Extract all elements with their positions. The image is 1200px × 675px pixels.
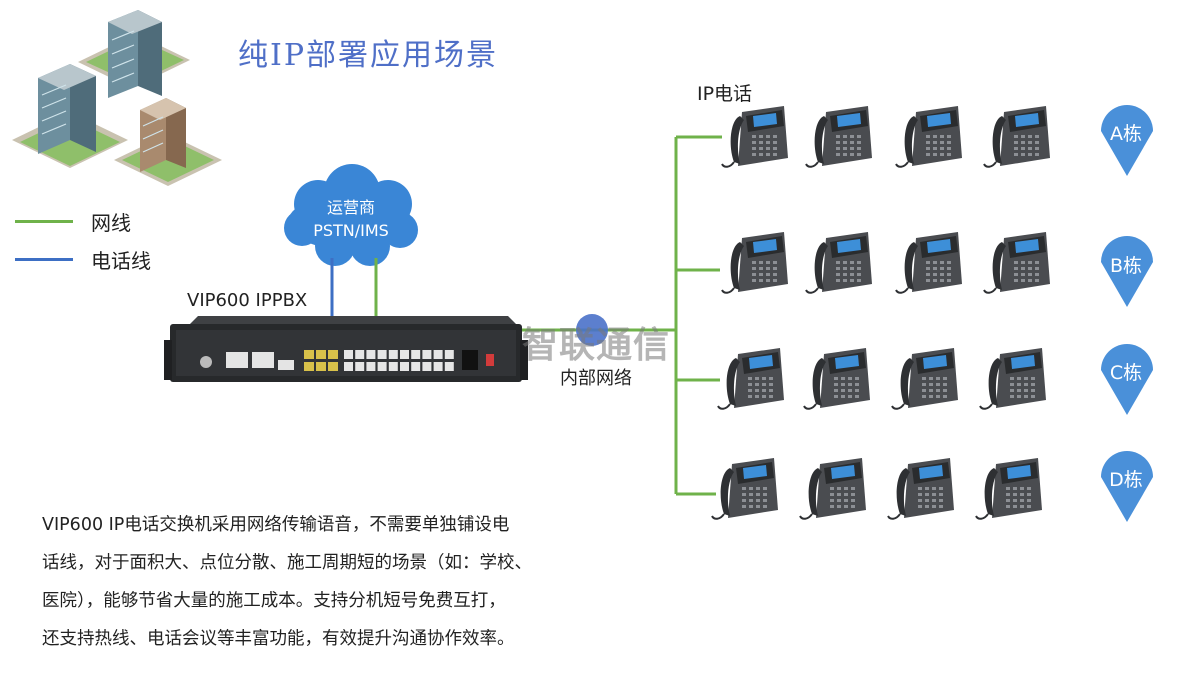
pin-label-d: D栋	[1109, 469, 1143, 491]
ip-phone-c-2	[803, 348, 870, 410]
cloud-shape	[284, 164, 418, 266]
ip-phone-b-4	[983, 232, 1050, 294]
ip-phone-a-1	[721, 106, 788, 168]
legend-swatch-phone-line	[15, 258, 73, 261]
cloud-label-line2: PSTN/IMS	[313, 221, 389, 240]
description-text: VIP600 IP电话交换机采用网络传输语音，不需要单独铺设电 话线，对于面积大…	[42, 506, 622, 658]
watermark: 智联通信	[522, 325, 671, 366]
pin-label-b: B栋	[1109, 255, 1143, 277]
ip-phone-b-3	[895, 232, 962, 294]
ip-phone-d-3	[887, 458, 954, 520]
location-pin-d	[1101, 451, 1153, 522]
ippbx-device	[164, 316, 528, 382]
location-pin-b	[1101, 236, 1153, 307]
ip-phone-a-3	[895, 106, 962, 168]
description-line-1: VIP600 IP电话交换机采用网络传输语音，不需要单独铺设电	[42, 515, 510, 535]
description-line-2: 话线，对于面积大、点位分散、施工周期短的场景（如：学校、	[42, 553, 532, 573]
page-title: 纯IP部署应用场景	[238, 38, 499, 73]
network-label: 内部网络	[560, 368, 632, 389]
legend-swatch-cable	[15, 220, 73, 223]
phones-label: IP电话	[697, 83, 753, 105]
buildings-illustration	[12, 10, 222, 186]
ip-phone-a-4	[983, 106, 1050, 168]
location-pin-a	[1101, 105, 1153, 176]
description-line-4: 还支持热线、电话会议等丰富功能，有效提升沟通协作效率。	[42, 629, 515, 649]
device-label: VIP600 IPPBX	[187, 290, 308, 311]
building-pins	[1101, 105, 1153, 522]
cloud-label: 运营商 PSTN/IMS	[286, 196, 416, 242]
ip-phone-c-1	[717, 348, 784, 410]
location-pin-c	[1101, 344, 1153, 415]
ip-phone-d-2	[799, 458, 866, 520]
ip-phone-c-3	[891, 348, 958, 410]
connection-lines	[330, 135, 722, 496]
legend-item-cable: 网线	[15, 207, 131, 236]
phones-grid	[711, 106, 1050, 520]
cloud-label-line1: 运营商	[326, 198, 375, 217]
network-node	[576, 314, 608, 346]
ip-phone-c-4	[979, 348, 1046, 410]
pin-label-c: C栋	[1109, 362, 1143, 384]
legend-label-cable: 网线	[91, 211, 131, 235]
pin-label-a: A栋	[1110, 123, 1142, 145]
ip-phone-d-4	[975, 458, 1042, 520]
ip-phone-b-1	[721, 232, 788, 294]
ip-phone-a-2	[805, 106, 872, 168]
legend-label-phone-line: 电话线	[91, 249, 151, 273]
ip-phone-b-2	[805, 232, 872, 294]
description-line-3: 医院），能够节省大量的施工成本。支持分机短号免费互打，	[42, 591, 506, 611]
ip-phone-d-1	[711, 458, 778, 520]
legend-item-phone-line: 电话线	[15, 245, 151, 274]
